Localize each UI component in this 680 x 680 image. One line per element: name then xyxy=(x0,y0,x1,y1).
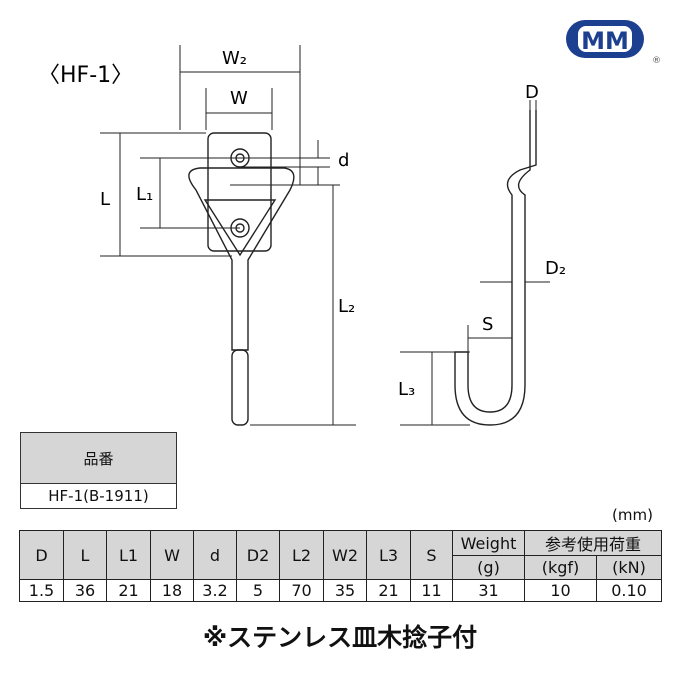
col-header: L xyxy=(63,530,107,580)
cell: 31 xyxy=(452,579,525,602)
col-header: D2 xyxy=(236,530,280,580)
table-row: 1.5 36 21 18 3.2 5 70 35 21 11 31 10 0.1… xyxy=(19,579,662,602)
cell: 10 xyxy=(524,579,597,602)
col-header: L3 xyxy=(366,530,411,580)
col-header: d xyxy=(193,530,237,580)
dim-d2: D₂ xyxy=(545,258,566,279)
dim-l: L xyxy=(100,189,110,210)
dim-s: S xyxy=(482,314,493,335)
load-header: 参考使用荷重 xyxy=(524,530,662,556)
unit-label: (mm) xyxy=(612,506,653,524)
cell: 11 xyxy=(410,579,453,602)
cell: 36 xyxy=(63,579,107,602)
cell: 5 xyxy=(236,579,280,602)
dim-d-small: d xyxy=(338,150,349,171)
spec-table: D L L1 W d D2 L2 W2 L3 S Weight 参考使用荷重 (… xyxy=(19,530,662,602)
cell: 1.5 xyxy=(19,579,64,602)
dim-l2: L₂ xyxy=(338,296,355,317)
col-header: D xyxy=(19,530,64,580)
side-view xyxy=(454,110,537,426)
side-dimension-lines xyxy=(400,100,550,426)
model-title: 〈HF-1〉 xyxy=(38,63,133,88)
cell: 0.10 xyxy=(596,579,662,602)
mm-logo: MM ® xyxy=(566,20,661,66)
load-unit-kgf: (kgf) xyxy=(524,555,597,580)
svg-text:MM: MM xyxy=(581,27,629,55)
svg-text:®: ® xyxy=(652,56,661,66)
part-number-header: 品番 xyxy=(20,432,177,484)
col-header: S xyxy=(410,530,453,580)
dim-w: W xyxy=(230,88,248,109)
col-header: L2 xyxy=(279,530,324,580)
technical-drawing: 〈HF-1〉 MM ® W₂ W d L L₁ L₂ xyxy=(38,20,661,426)
col-header: W2 xyxy=(323,530,367,580)
dim-d: D xyxy=(525,82,539,103)
col-header: W xyxy=(150,530,194,580)
footnote: ※ステンレス皿木捻子付 xyxy=(202,623,478,652)
cell: 70 xyxy=(279,579,324,602)
cell: 21 xyxy=(366,579,411,602)
cell: 18 xyxy=(150,579,194,602)
part-number-value: HF-1(B-1911) xyxy=(20,483,177,509)
weight-unit: (g) xyxy=(452,555,525,580)
front-view xyxy=(188,132,295,426)
dim-w2: W₂ xyxy=(222,48,247,69)
front-dimension-lines xyxy=(100,45,356,426)
dim-l3: L₃ xyxy=(398,379,415,400)
weight-header: Weight xyxy=(452,530,525,556)
part-number-table: 品番 HF-1(B-1911) xyxy=(20,432,177,509)
load-unit-kn: (kN) xyxy=(596,555,662,580)
cell: 35 xyxy=(323,579,367,602)
col-header: L1 xyxy=(106,530,151,580)
cell: 21 xyxy=(106,579,151,602)
dim-l1: L₁ xyxy=(136,184,153,205)
cell: 3.2 xyxy=(193,579,237,602)
